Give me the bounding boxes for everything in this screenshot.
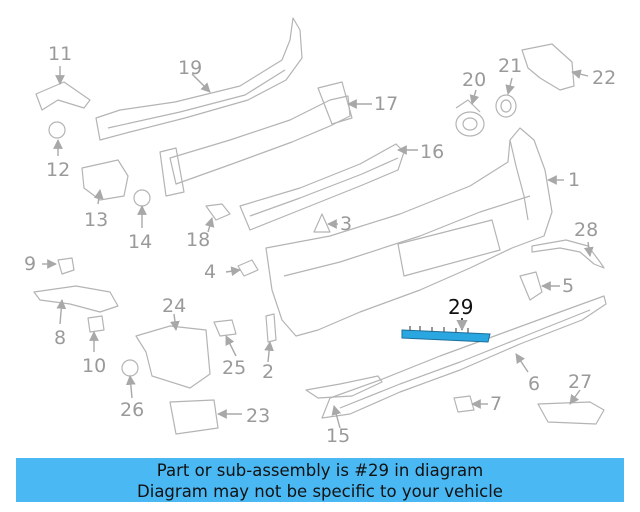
part-28-molding [531,239,605,269]
callout-5: 5 [562,275,574,297]
callout-6: 6 [528,373,540,395]
callout-12: 12 [46,159,70,181]
leader-lines [42,66,594,429]
callout-21: 21 [498,55,522,77]
callout-11: 11 [48,43,72,65]
part-6-valance [321,295,607,419]
part-13-bracket [81,159,129,201]
part-16-absorber [239,143,405,231]
callout-14: 14 [128,231,152,253]
callout-3: 3 [340,213,352,235]
part-7-clip [453,395,475,413]
callout-28: 28 [574,219,598,241]
part-24-bracket [135,325,211,389]
callout-13: 13 [84,209,108,231]
part-3-clip [313,213,331,233]
part-8-bracket [33,285,119,313]
part-10-clip [87,315,105,333]
part-12-clip [48,121,66,139]
callout-22: 22 [592,67,616,89]
callout-1: 1 [568,169,580,191]
part-15-reflector [305,375,383,399]
part-18-bolt [205,203,231,221]
part-25-bolt [213,319,237,337]
callout-26: 26 [120,399,144,421]
callout-27: 27 [568,371,592,393]
part-1-bumper-cover [265,127,553,337]
part-14-clip [133,189,151,207]
part-26-clip [121,359,139,377]
callout-15: 15 [326,425,350,447]
callout-19: 19 [178,57,202,79]
callout-2: 2 [262,361,274,383]
part-29-highlighted-strip [401,326,491,343]
part-4-clip [237,259,259,277]
banner-line-1: Part or sub-assembly is #29 in diagram [156,461,484,480]
part-5-reflector [519,271,543,301]
part-20-sensor [455,99,485,137]
callout-20: 20 [462,69,486,91]
part-19-impact-bar [95,17,303,141]
banner-line-2: Diagram may not be specific to your vehi… [137,482,503,501]
callout-9: 9 [24,253,36,275]
callout-16: 16 [420,141,444,163]
callout-23: 23 [246,405,270,427]
callout-10: 10 [82,355,106,377]
part-27-trim [537,401,605,425]
callout-4: 4 [204,261,216,283]
part-21-grommet [495,94,517,118]
callout-25: 25 [222,357,246,379]
callout-24: 24 [162,295,186,317]
part-17-reinforcement [159,81,353,197]
info-banner: Part or sub-assembly is #29 in diagram D… [16,458,624,502]
callout-7: 7 [490,393,502,415]
part-9-bolt [57,257,75,275]
part-11-bracket [35,81,91,111]
parts-diagram: 11 19 17 16 1 20 21 22 12 13 14 18 3 4 9… [24,17,616,447]
callout-29: 29 [448,295,473,319]
part-2-bolt [265,313,277,343]
callout-17: 17 [374,93,398,115]
part-22-bracket [521,43,575,91]
part-23-bracket [169,399,219,435]
callout-8: 8 [54,327,66,349]
callout-18: 18 [186,229,210,251]
